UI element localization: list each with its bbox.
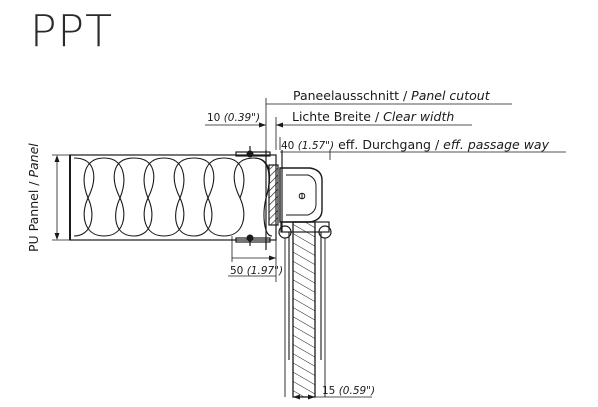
frame-profile (235, 146, 279, 250)
page-title: PPT (30, 6, 113, 57)
dimension-50: 50 (1.97") (230, 265, 283, 277)
door-leaf (278, 150, 332, 398)
dimension-15: 15 (0.59") (322, 385, 375, 397)
hinge-housing (279, 167, 323, 223)
pu-panel-label: PU Pannel / Panel (26, 143, 41, 252)
dimension-15-lines (293, 394, 372, 400)
top-dimension-lines (205, 98, 566, 153)
dimension-50-lines (228, 236, 277, 282)
passage-way-label: 40 (1.57") eff. Durchgang / eff. passage… (281, 137, 550, 152)
clear-width-label: Lichte Breite / Clear width (292, 109, 454, 124)
panel-thickness-dimension (52, 154, 74, 241)
panel-cutout-label: Paneelausschnitt / Panel cutout (293, 88, 491, 103)
dimension-10: 10 (0.39") (207, 112, 260, 124)
pu-panel (69, 154, 277, 241)
